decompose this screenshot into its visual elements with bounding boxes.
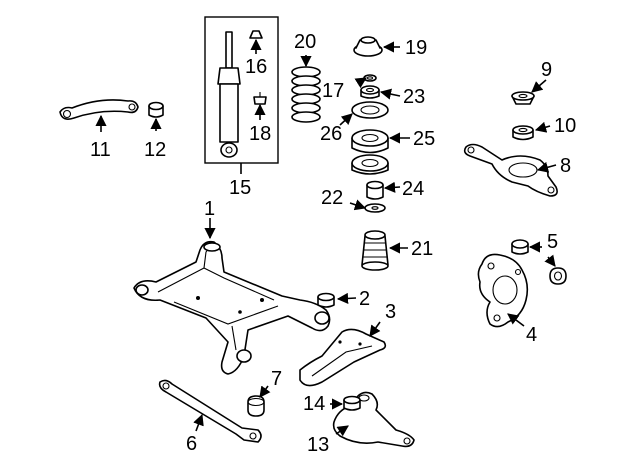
arm-bushing-lower[interactable] <box>512 125 534 141</box>
callout-19: 19 <box>405 37 427 59</box>
callout-12: 12 <box>144 139 166 161</box>
spring-seat-washer[interactable] <box>351 101 389 119</box>
upper-link-bushing[interactable] <box>148 101 164 118</box>
callout-13: 13 <box>307 434 329 456</box>
strut-washer[interactable] <box>253 92 267 105</box>
arm-bushing-upper[interactable] <box>511 91 535 105</box>
coil-spring[interactable] <box>291 66 321 123</box>
knuckle-bushing-lower[interactable] <box>549 267 567 285</box>
callout-numbers: 1 2 3 4 5 6 7 8 9 10 11 12 13 14 15 16 1… <box>90 31 576 456</box>
suspension-crossmember[interactable] <box>133 240 331 375</box>
callout-10: 10 <box>554 115 576 137</box>
callout-21: 21 <box>411 238 433 260</box>
callout-7: 7 <box>271 368 282 390</box>
callout-14: 14 <box>303 393 325 415</box>
callout-5: 5 <box>547 231 558 253</box>
callout-25: 25 <box>413 128 435 150</box>
bump-stop-bushing[interactable] <box>366 180 384 200</box>
callout-11: 11 <box>90 139 111 161</box>
callout-18: 18 <box>249 123 271 145</box>
callout-24: 24 <box>402 178 424 200</box>
steering-knuckle[interactable] <box>477 253 529 328</box>
callout-4: 4 <box>526 324 537 346</box>
leader-lines <box>95 38 557 437</box>
lower-spring-seat[interactable] <box>351 154 389 175</box>
suspension-bracket[interactable] <box>299 328 387 387</box>
callout-26: 26 <box>320 123 342 145</box>
upper-mount[interactable] <box>353 36 383 57</box>
callout-15: 15 <box>229 177 251 199</box>
callout-8: 8 <box>560 155 571 177</box>
upper-spring-seat[interactable] <box>351 129 389 154</box>
lateral-link[interactable] <box>158 379 262 443</box>
callout-23: 23 <box>403 86 425 108</box>
dust-boot[interactable] <box>361 230 389 271</box>
callout-22: 22 <box>321 187 343 209</box>
lower-control-arm[interactable] <box>463 143 558 197</box>
callout-9: 9 <box>541 59 552 81</box>
lateral-link-bushing[interactable] <box>247 395 265 417</box>
callout-3: 3 <box>385 301 396 323</box>
shock-absorber[interactable] <box>217 31 241 158</box>
callout-16: 16 <box>245 56 267 78</box>
strut-nut[interactable] <box>249 30 263 39</box>
callout-1: 1 <box>204 198 215 220</box>
callout-6: 6 <box>186 433 197 455</box>
knuckle-bushing-upper[interactable] <box>511 239 529 255</box>
upper-link[interactable] <box>59 99 139 120</box>
callout-20: 20 <box>294 31 316 53</box>
callout-17: 17 <box>322 80 344 102</box>
callout-2: 2 <box>359 288 370 310</box>
rear-lower-arm-bushing[interactable] <box>343 395 361 411</box>
crossmember-bushing[interactable] <box>317 292 335 308</box>
mount-bushing[interactable] <box>360 85 380 99</box>
bump-stop-washer[interactable] <box>364 203 386 213</box>
